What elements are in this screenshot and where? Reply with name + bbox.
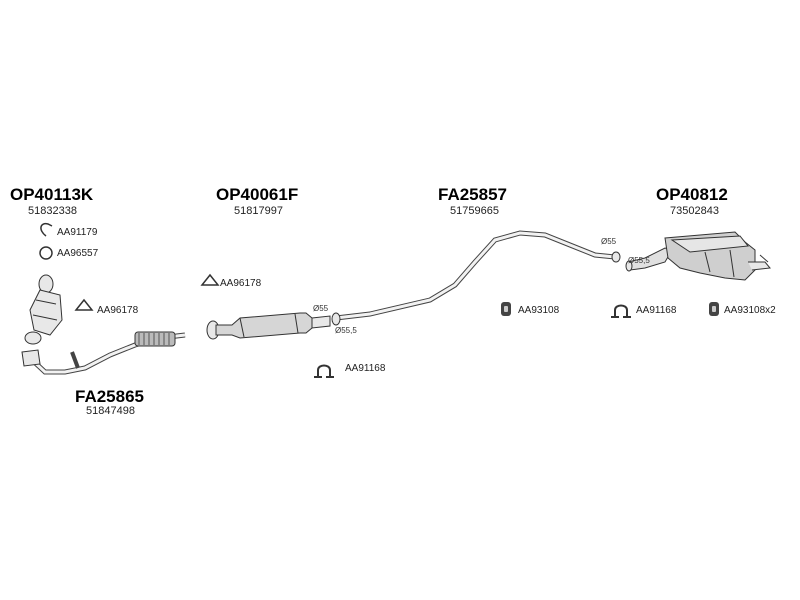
accessory-code: AA96178 [97,305,139,316]
accessory-code: AA91168 [636,305,677,316]
part-number: OP40812 [656,185,728,204]
accessory-code: AA91179 [57,227,98,238]
accessory-code: AA91168 [345,363,386,374]
sealing-ring-icon [39,246,53,260]
gasket-icon [200,273,220,286]
gasket-icon [74,298,94,311]
front-pipe-flange [21,349,41,367]
accessory-code: AA93108x2 [724,305,776,316]
accessory-code: AA93108 [518,305,560,316]
oem-number: 73502843 [670,205,719,217]
front-pipe-assembly [21,274,186,375]
flex-joint [134,331,176,347]
part-number: OP40113K [10,185,94,204]
diameter-label: Ø55,5 [628,256,650,265]
oem-number: 51817997 [234,205,283,217]
oem-number: 51759665 [450,205,499,217]
rear-silencer-tailpipe [748,261,771,271]
middle-silencer [206,312,331,340]
diameter-label: Ø55 [601,237,617,246]
accessory-code: AA96178 [220,278,262,289]
clamp-icon [611,304,631,318]
middle-silencer-body [215,312,313,339]
part-number: FA25857 [438,185,507,204]
clamp-icon [40,222,53,237]
clamp-icon [314,364,334,378]
part-number: OP40061F [216,185,299,204]
diameter-label: Ø55 [313,304,329,313]
intermediate-pipe [331,230,621,326]
part-number: FA25865 [75,387,144,406]
cat-flange-bottom [24,331,42,345]
oem-number: 51847498 [86,405,135,417]
rear-silencer [625,231,771,281]
accessory-code: AA96557 [57,248,99,259]
diameter-label: Ø55,5 [335,326,357,335]
oem-number: 51832338 [28,205,77,217]
catalytic-converter [29,289,63,336]
